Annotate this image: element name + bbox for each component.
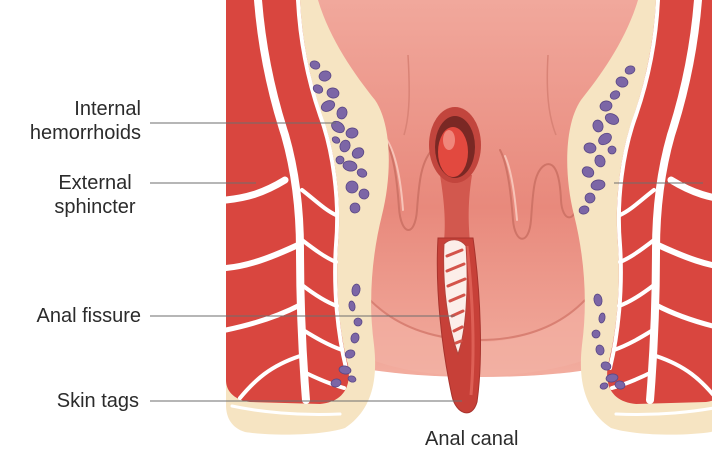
label-internal-hemorrhoids: Internal hemorrhoids: [0, 97, 141, 145]
hemorrhoid-blob: [346, 181, 358, 193]
bulb-highlight: [443, 130, 455, 150]
label-anal-canal: Anal canal: [425, 427, 518, 451]
label-anal-fissure: Anal fissure: [0, 304, 141, 328]
label-line: sphincter: [45, 195, 145, 219]
label-line: External: [45, 171, 145, 195]
hemorrhoid-blob: [354, 318, 362, 326]
hemorrhoid-blob: [592, 330, 600, 338]
hemorrhoid-blob: [608, 146, 616, 154]
label-external-sphincter: External sphincter: [45, 171, 145, 219]
label-line: hemorrhoids: [0, 121, 141, 145]
label-line: Internal: [0, 97, 141, 121]
hemorrhoid-blob: [336, 156, 344, 164]
anal-canal-neck: [440, 175, 472, 242]
fissure-stripe: [456, 341, 461, 343]
label-skin-tags: Skin tags: [0, 389, 139, 413]
